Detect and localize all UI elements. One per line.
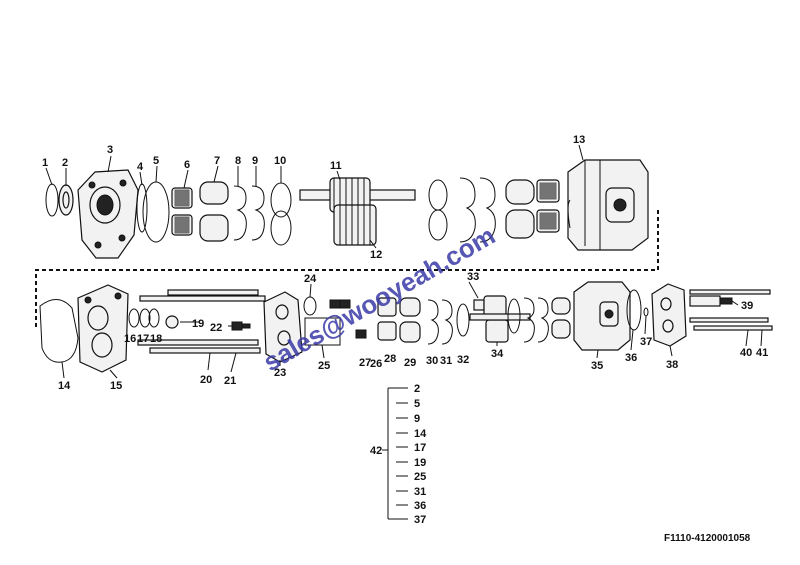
kit-item: 36 (414, 500, 426, 512)
part-40-41-bolts (689, 289, 773, 331)
label-part-13: 13 (573, 134, 585, 146)
label-part-9: 9 (252, 155, 258, 167)
part-15-rear-cover (77, 284, 129, 373)
part-seal-group-right (428, 177, 560, 243)
part-7-bushings (199, 181, 229, 242)
label-part-3: 3 (107, 144, 113, 156)
label-part-14: 14 (58, 380, 71, 392)
part-33-34-gear-set (469, 295, 531, 343)
label-part-24: 24 (304, 273, 317, 285)
part-36-o-ring (626, 289, 642, 331)
label-part-39: 39 (741, 300, 753, 312)
kit-bracket (382, 387, 408, 520)
label-part-40: 40 (740, 347, 752, 359)
kit-item: 14 (414, 428, 427, 440)
kit-item: 5 (414, 398, 420, 410)
part-14-gasket (39, 299, 79, 363)
part-20-21-bolts (137, 289, 266, 354)
label-part-32: 32 (457, 354, 469, 366)
kit-item: 25 (414, 471, 426, 483)
part-16-ring (128, 308, 140, 328)
part-13-pump-housing (567, 159, 649, 251)
part-17-ring (139, 308, 151, 328)
part-19-plug (165, 315, 179, 329)
label-part-18: 18 (150, 333, 162, 345)
kit-item: 17 (414, 442, 426, 454)
part-24-ring (303, 296, 317, 316)
drawing-code: F1110-4120001058 (664, 533, 751, 544)
label-part-2: 2 (62, 157, 68, 169)
part-8-seal (233, 185, 247, 241)
part-9-seal (251, 185, 265, 241)
label-part-41: 41 (756, 347, 768, 359)
label-part-1: 1 (42, 157, 48, 169)
label-part-22: 22 (210, 322, 222, 334)
part-23-adapter-plate (263, 291, 303, 363)
part-25-gasket (304, 317, 341, 346)
label-part-38: 38 (666, 359, 678, 371)
part-37-ring (643, 307, 649, 317)
label-part-8: 8 (235, 155, 241, 167)
label-part-6: 6 (184, 159, 190, 171)
part-39-relief-valve (689, 295, 733, 307)
kit-item: 2 (414, 383, 420, 395)
dashed-connector-line (35, 210, 659, 330)
label-part-10: 10 (274, 155, 286, 167)
label-part-15: 15 (110, 380, 122, 392)
part-38-end-cover (651, 283, 687, 347)
label-part-21: 21 (224, 375, 236, 387)
kit-item: 9 (414, 413, 420, 425)
label-part-26: 26 (370, 358, 382, 370)
label-part-17: 17 (137, 333, 149, 345)
part-seal-group-lower (507, 297, 571, 343)
label-part-12: 12 (370, 249, 382, 261)
part-18-ring (148, 308, 160, 328)
label-part-23: 23 (274, 367, 286, 379)
part-28-29-bearings (377, 297, 421, 343)
label-part-4: 4 (137, 161, 144, 173)
label-part-25: 25 (318, 360, 330, 372)
label-part-29: 29 (404, 357, 416, 369)
part-26-27-fittings (329, 299, 367, 339)
part-3-front-cover (77, 169, 139, 259)
label-part-33: 33 (467, 271, 479, 283)
part-10-backup-ring (270, 182, 292, 246)
label-part-11: 11 (330, 160, 342, 172)
label-part-27: 27 (359, 357, 371, 369)
part-1-snap-ring (45, 183, 59, 217)
leader-lines (45, 144, 763, 379)
label-part-20: 20 (200, 374, 212, 386)
label-part-5: 5 (153, 155, 159, 167)
part-4-o-ring (136, 183, 148, 233)
label-part-7: 7 (214, 155, 220, 167)
kit-item: 37 (414, 514, 426, 526)
label-part-34: 34 (491, 348, 504, 360)
label-part-16: 16 (124, 333, 136, 345)
label-part-31: 31 (440, 355, 452, 367)
label-part-28: 28 (384, 353, 396, 365)
kit-item: 19 (414, 457, 426, 469)
label-part-37: 37 (640, 336, 652, 348)
kit-item: 31 (414, 486, 426, 498)
part-31-seal (441, 299, 453, 345)
part-6-bearings (171, 187, 193, 236)
part-35-pump-housing (573, 281, 631, 351)
part-32-backup-ring (456, 303, 470, 337)
part-30-seal (427, 299, 439, 345)
label-part-35: 35 (591, 360, 603, 372)
part-22-fitting (231, 321, 251, 331)
label-part-30: 30 (426, 355, 438, 367)
kit-label: 42 (370, 445, 382, 457)
part-11-drive-gear-shaft (299, 177, 416, 246)
label-part-36: 36 (625, 352, 637, 364)
label-part-19: 19 (192, 318, 204, 330)
